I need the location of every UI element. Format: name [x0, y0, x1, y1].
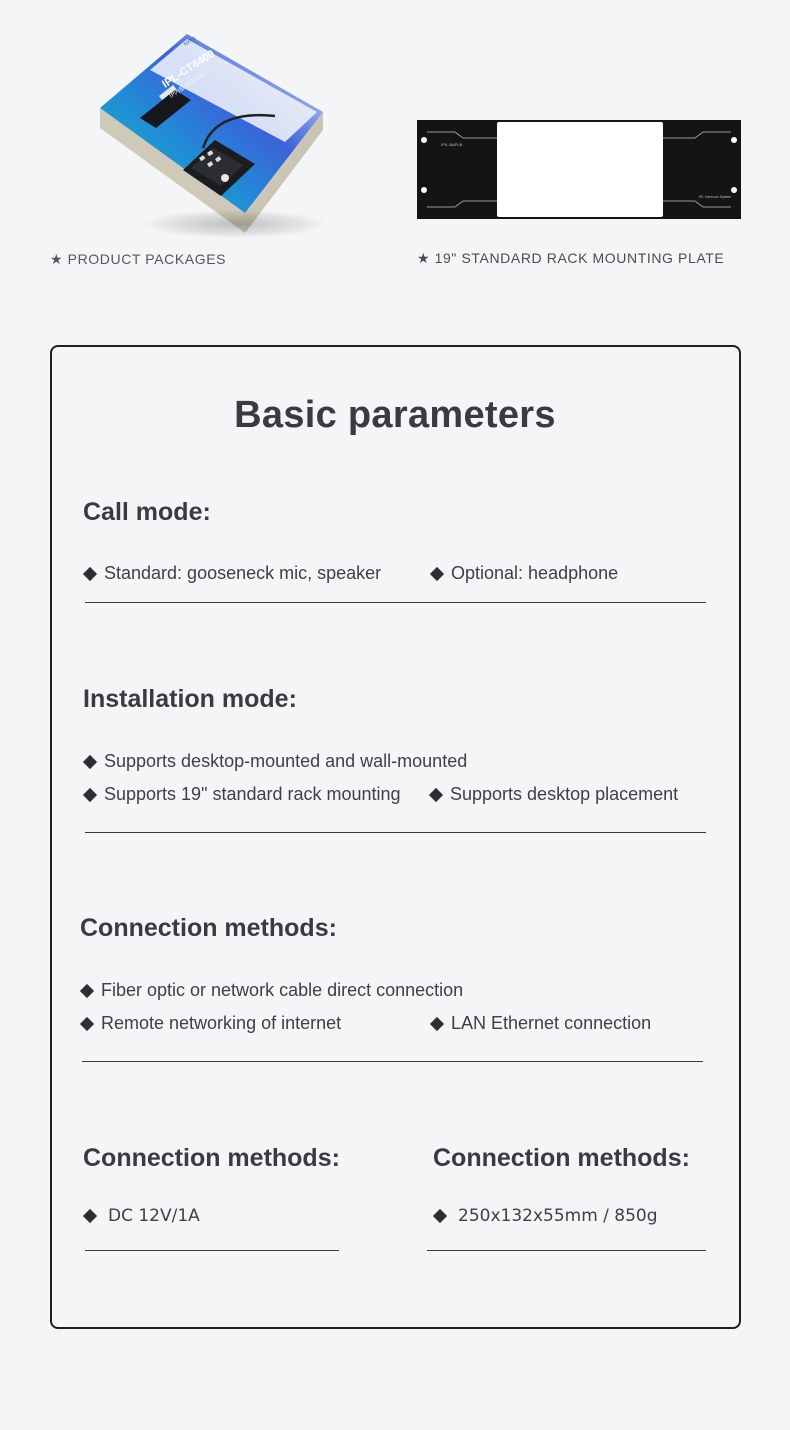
diamond-bullet-icon — [79, 1016, 95, 1031]
connection-methods-item-text: Remote networking of internet — [101, 1013, 342, 1033]
power-item-text: DC 12V/1A — [108, 1206, 200, 1226]
call-mode-item: Optional: headphone — [429, 563, 619, 584]
diamond-bullet-icon — [432, 1208, 448, 1224]
size-item-text: 250x132x55mm / 850g — [458, 1206, 658, 1226]
diamond-bullet-icon — [428, 787, 444, 802]
installation-mode-item-text: Supports desktop-mounted and wall-mounte… — [104, 751, 468, 771]
divider — [85, 1250, 339, 1251]
product-packages-caption: ★ PRODUCT PACKAGES — [50, 251, 227, 267]
installation-mode-title: Installation mode: — [83, 685, 297, 713]
basic-parameters-card — [50, 345, 741, 1329]
call-mode-item: Standard: gooseneck mic, speaker — [82, 563, 382, 584]
connection-methods-title: Connection methods: — [80, 914, 337, 942]
installation-mode-item: Supports 19" standard rack mounting — [82, 784, 401, 805]
divider — [427, 1250, 706, 1251]
rack-left-label: IPIL-BAPLB — [441, 142, 463, 147]
call-mode-item-text: Optional: headphone — [451, 563, 619, 583]
diamond-bullet-icon — [79, 983, 95, 998]
size-section-title: Connection methods: — [433, 1144, 690, 1172]
divider — [85, 832, 706, 833]
power-item: DC 12V/1A — [82, 1206, 200, 1226]
installation-mode-item: Supports desktop-mounted and wall-mounte… — [82, 751, 468, 772]
package-shadow — [145, 210, 325, 238]
divider — [85, 602, 706, 603]
connection-methods-item-text: LAN Ethernet connection — [451, 1013, 652, 1033]
power-section-title: Connection methods: — [83, 1144, 340, 1172]
diamond-bullet-icon — [82, 1208, 98, 1224]
divider — [82, 1061, 703, 1062]
connection-methods-item: Fiber optic or network cable direct conn… — [79, 980, 464, 1001]
card-title: Basic parameters — [234, 394, 556, 436]
rack-mounting-plate-image: IPIL-BAPLB IPL Intercom System — [417, 120, 741, 219]
connection-methods-item-text: Fiber optic or network cable direct conn… — [101, 980, 464, 1000]
package-box-illustration: IPL-CT4400 IP内部通话控制台 NXTX — [100, 34, 323, 233]
call-mode-title: Call mode: — [83, 498, 211, 526]
product-package-image: IPL-CT4400 IP内部通话控制台 NXTX — [95, 30, 330, 240]
installation-mode-item: Supports desktop placement — [428, 784, 679, 805]
size-item: 250x132x55mm / 850g — [432, 1206, 658, 1226]
diamond-bullet-icon — [429, 566, 445, 581]
rack-plate-illustration: IPIL-BAPLB IPL Intercom System — [417, 120, 741, 219]
installation-mode-item-text: Supports 19" standard rack mounting — [104, 784, 401, 804]
connection-methods-item: LAN Ethernet connection — [429, 1013, 652, 1034]
connection-methods-item: Remote networking of internet — [79, 1013, 342, 1034]
diamond-bullet-icon — [82, 787, 98, 802]
diamond-bullet-icon — [82, 566, 98, 581]
rack-plate-caption: ★ 19" STANDARD RACK MOUNTING PLATE — [417, 250, 725, 266]
call-mode-item-text: Standard: gooseneck mic, speaker — [104, 563, 382, 583]
rack-right-label: IPL Intercom System — [699, 195, 731, 199]
diamond-bullet-icon — [429, 1016, 445, 1031]
diamond-bullet-icon — [82, 754, 98, 769]
installation-mode-item-text: Supports desktop placement — [450, 784, 679, 804]
